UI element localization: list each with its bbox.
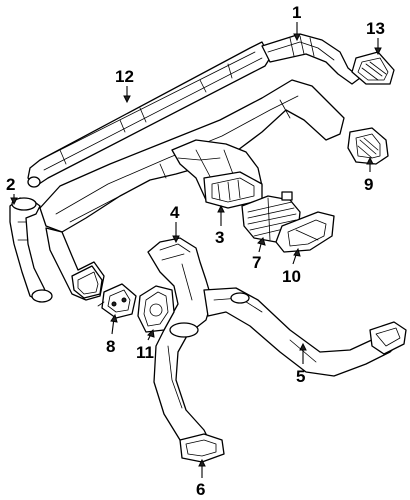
part-6-floor-outlet (179, 433, 225, 463)
callout-11: 11 (136, 343, 154, 362)
part-11-vent (137, 285, 175, 333)
callout-12: 12 (115, 67, 134, 86)
part-12-defroster-duct (27, 41, 271, 188)
callout-13: 13 (366, 19, 385, 38)
callout-4: 4 (170, 203, 180, 222)
callout-5: 5 (296, 367, 305, 386)
part-10-panel-vent (275, 211, 335, 253)
callout-10: 10 (282, 267, 301, 286)
callout-7: 7 (252, 253, 261, 272)
callout-6: 6 (196, 480, 205, 499)
part-8-actuator (97, 283, 137, 319)
callout-2: 2 (6, 175, 15, 194)
part-1-side-duct (261, 33, 361, 85)
callout-8: 8 (106, 337, 115, 356)
part-9-vent (347, 127, 389, 165)
leader-lines (10, 22, 382, 478)
callout-labels: 1 2 3 4 5 6 7 8 9 10 11 12 13 (6, 3, 385, 499)
callout-1: 1 (292, 3, 301, 22)
part-4-floor-duct (147, 237, 213, 453)
callout-3: 3 (215, 228, 224, 247)
part-5-floor-duct (203, 287, 407, 377)
left-outlet-duct (45, 227, 105, 301)
part-2-left-tube (9, 197, 53, 303)
callout-9: 9 (364, 175, 373, 194)
